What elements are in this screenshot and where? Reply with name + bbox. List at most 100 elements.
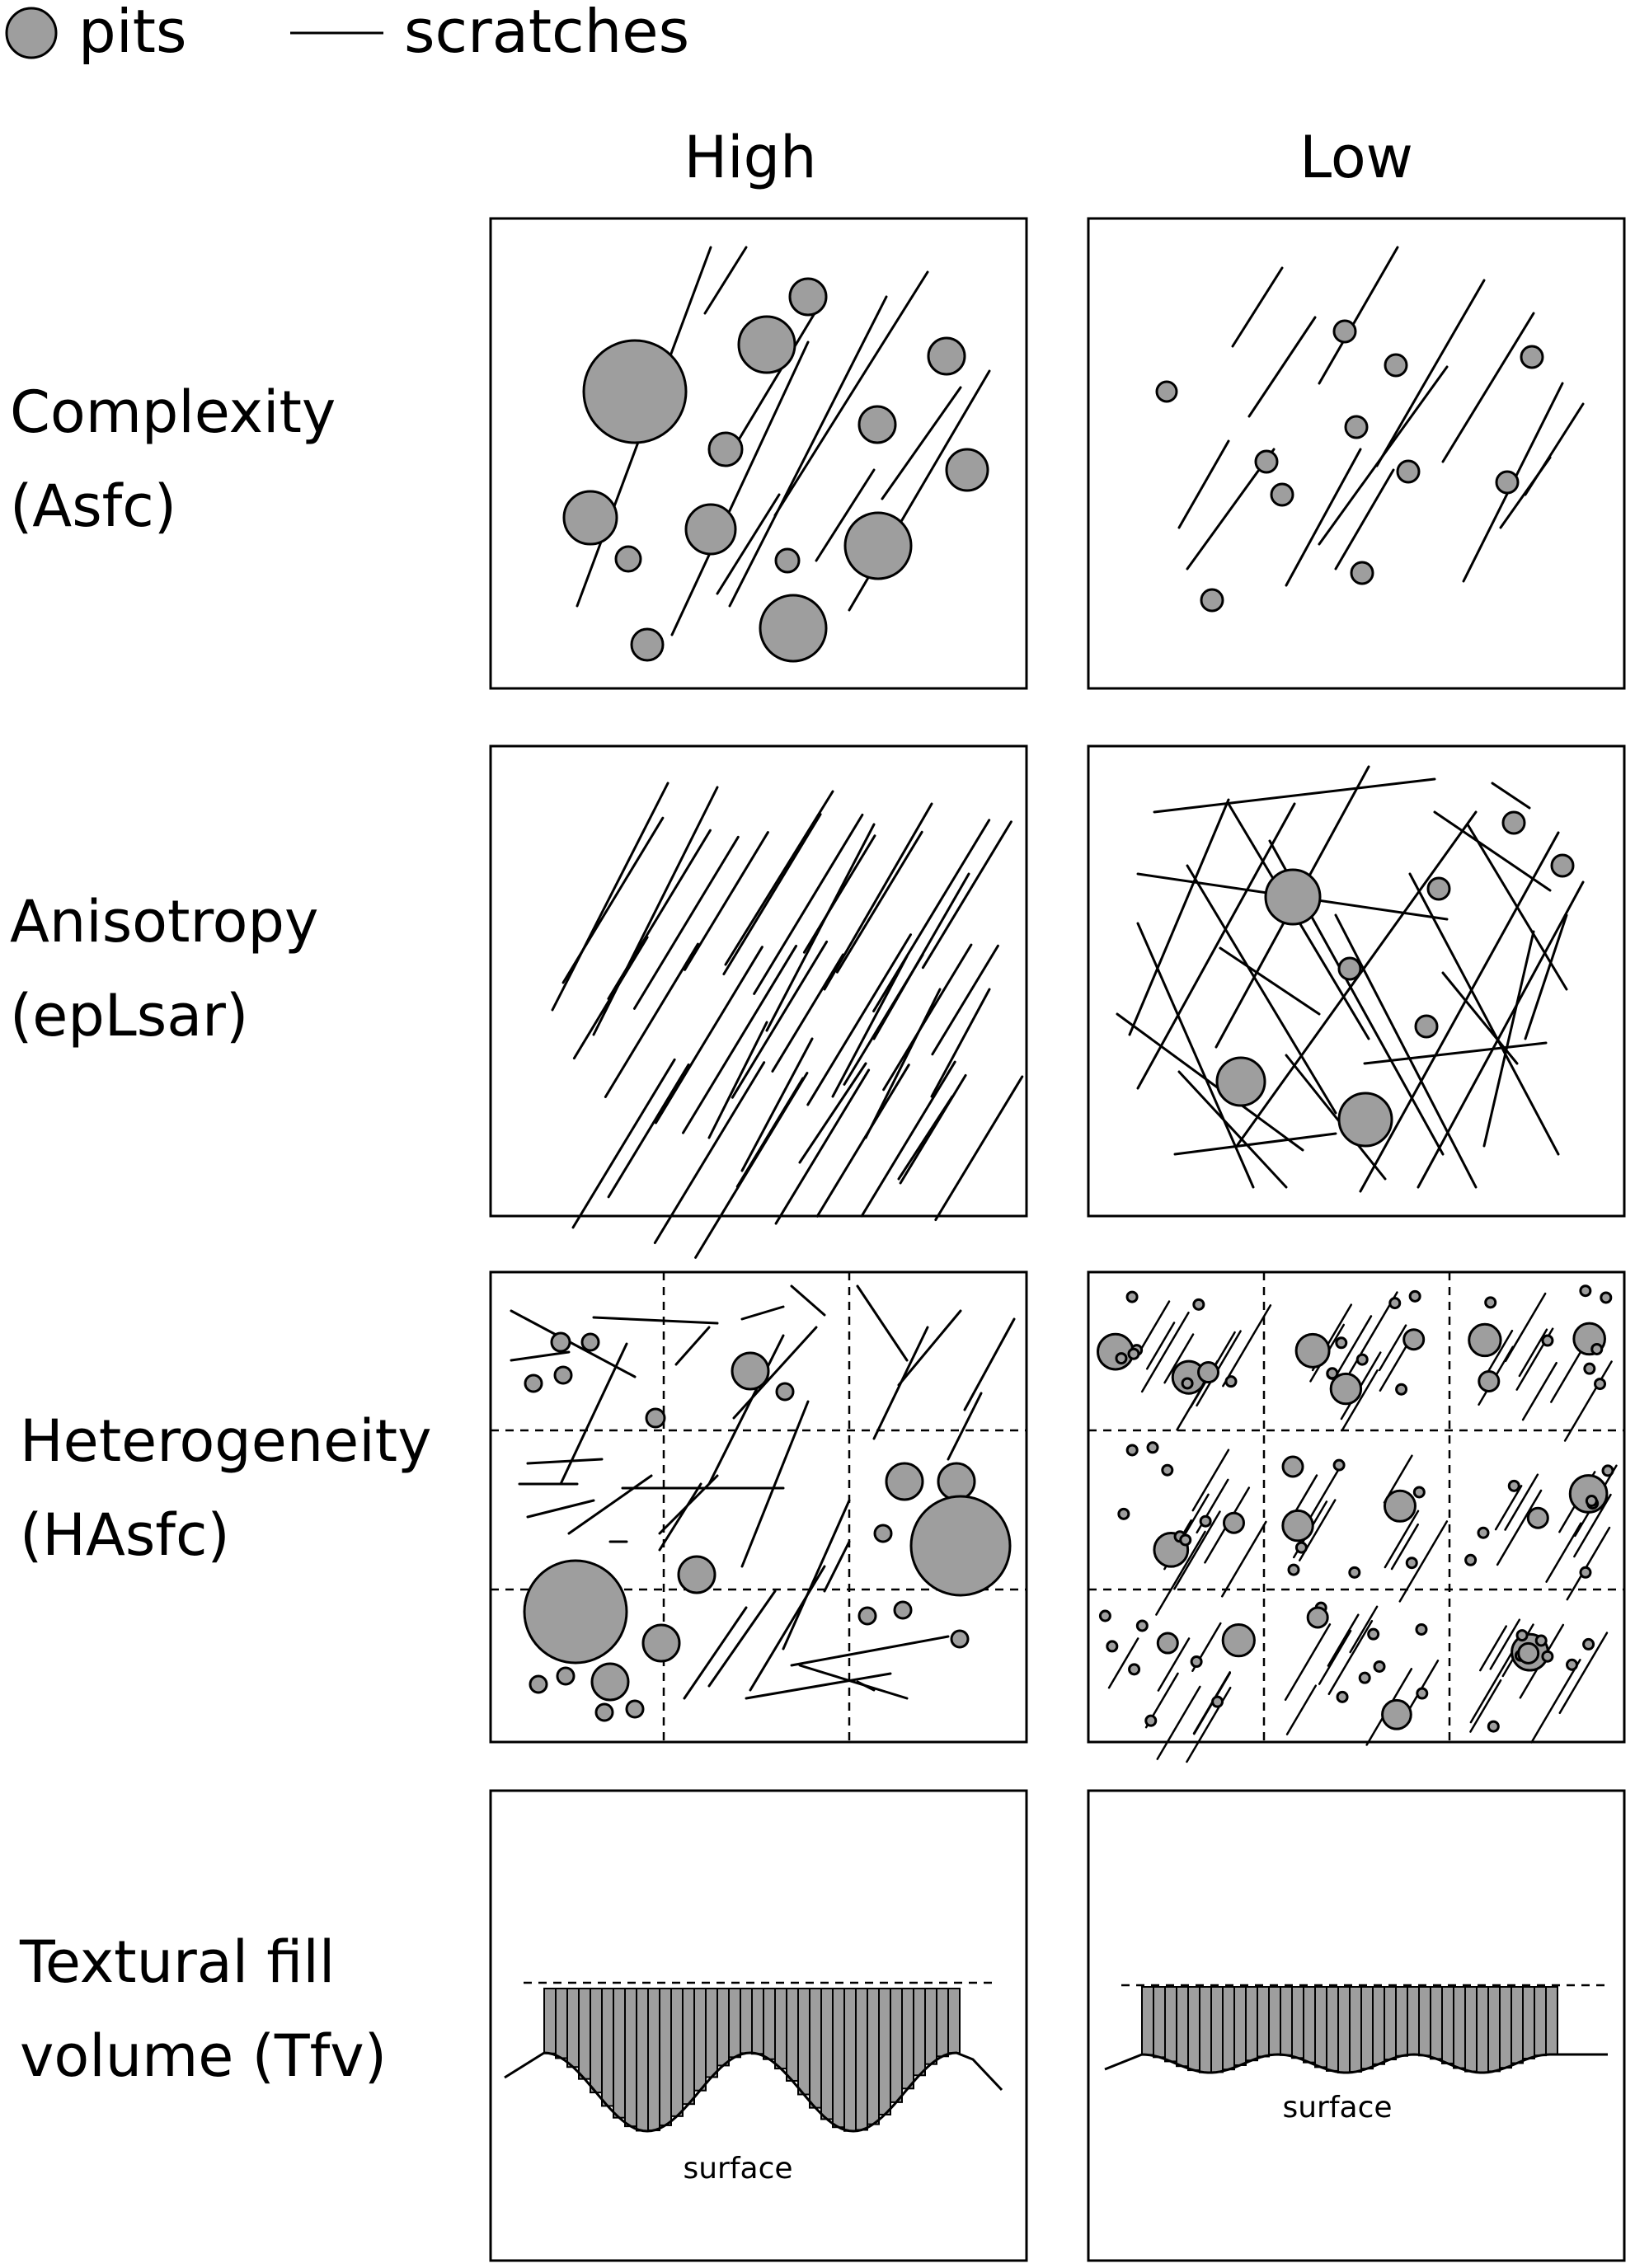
scratch-line (899, 1073, 967, 1185)
pit-circle (1337, 956, 1362, 981)
pit-circle (1408, 1289, 1421, 1303)
scratch-line (882, 943, 973, 1092)
fill-column (1499, 1986, 1512, 2069)
pit-circle (1199, 1514, 1212, 1528)
row-label-anisotropy: Anisotropy (epLsar) (10, 888, 318, 1049)
scratch-line (1390, 1523, 1419, 1571)
pit-circle (1336, 1690, 1349, 1703)
scratch-line (856, 1284, 909, 1362)
scratch-line (897, 1309, 962, 1387)
scratch-line (592, 1316, 719, 1325)
legend: pits scratches (5, 0, 689, 66)
pit-circle (1415, 1622, 1428, 1636)
scratch-line (1466, 823, 1568, 991)
scratch-line (1140, 1311, 1190, 1393)
anisotropy-high-marks (551, 782, 1024, 1259)
pit-circle (1326, 1367, 1339, 1380)
pit-circle (857, 1606, 877, 1626)
pit-circle (1190, 1655, 1203, 1669)
scratch-line (592, 786, 719, 1036)
scratch-line (632, 835, 740, 1010)
fill-column (1210, 1986, 1224, 2073)
scratch-line (684, 831, 769, 971)
fill-column (890, 1988, 903, 2103)
pit-circle (1478, 1369, 1501, 1392)
pit-circle (1579, 1284, 1592, 1298)
scratch-line (774, 1068, 871, 1225)
scratch-line (1398, 1520, 1449, 1603)
fill-column (1360, 1986, 1374, 2070)
scratch-line (1186, 864, 1337, 1115)
fill-column (936, 1988, 949, 2058)
surface-profile (1104, 2053, 1608, 2074)
scratch-line (1496, 1489, 1543, 1566)
fill-column (901, 1988, 914, 2090)
scratch-line (1375, 279, 1486, 467)
fill-column (867, 1988, 880, 2125)
pit-circle (1144, 1714, 1158, 1727)
scratch-line (798, 1062, 867, 1164)
pit-circle (1155, 380, 1178, 403)
panel-heterogeneity-low (1087, 1270, 1626, 1744)
fill-column (855, 1988, 868, 2131)
pit-circle (1426, 876, 1451, 901)
scratch-line (1145, 1322, 1176, 1370)
fill-column (843, 1988, 857, 2132)
anisotropy-low-marks (1116, 765, 1585, 1193)
fill-column (705, 1988, 718, 2078)
scratch-line (707, 1334, 785, 1486)
scratch-line (728, 295, 888, 608)
pit-circle (937, 1462, 976, 1501)
pit-circle (950, 1629, 970, 1649)
pit-circle (1590, 1342, 1604, 1355)
fill-column (555, 1988, 568, 2059)
scratch-line (1285, 1054, 1387, 1181)
scratch-line (1378, 1324, 1407, 1372)
scratch-line (707, 1589, 777, 1688)
scratch-line (1116, 1012, 1304, 1152)
scratch-line (1318, 246, 1399, 385)
scratch-line (1494, 1485, 1523, 1531)
pit-circle (1594, 1378, 1607, 1391)
scratch-line (724, 790, 834, 966)
pit-circle (1402, 1328, 1426, 1351)
scratch-line (1558, 1632, 1609, 1715)
scratch-line (1153, 777, 1436, 814)
scratch-line (749, 1565, 826, 1692)
fill-column (1418, 1986, 1431, 2057)
row-label-complexity: Complexity (Asfc) (10, 378, 336, 540)
scratch-line (1177, 1070, 1288, 1189)
pit-circle (1098, 1609, 1111, 1622)
scratch-line (510, 1350, 571, 1362)
fill-column (1199, 1986, 1212, 2073)
pit-circle (737, 315, 796, 374)
scratch-line (947, 1392, 983, 1461)
surface-label-low: surface (1282, 2091, 1392, 2125)
pit-circle (677, 1555, 716, 1594)
pit-circle (1146, 1441, 1159, 1454)
fill-column (647, 1988, 660, 2132)
pit-circle (1115, 1352, 1128, 1365)
pit-circle (1264, 868, 1322, 926)
scratch-line (881, 386, 962, 500)
pit-circle (1367, 1627, 1380, 1641)
scratch-line (731, 940, 829, 1099)
scratch-line (823, 802, 933, 991)
pit-circle (614, 545, 642, 573)
pit-circle (1200, 588, 1224, 613)
scratch-line (1545, 1522, 1582, 1583)
scratch-line (806, 933, 912, 1106)
fill-column (1407, 1986, 1420, 2056)
pit-circle (529, 1674, 548, 1694)
pit-circle (1270, 482, 1294, 507)
scratch-line (1318, 365, 1449, 546)
scratch-line (771, 953, 844, 1073)
scratch-line (707, 1021, 768, 1139)
pit-circle (788, 277, 828, 317)
scratch-line (740, 1037, 814, 1172)
fill-column (1464, 1986, 1478, 2073)
panel-complexity-high (489, 217, 1028, 690)
pit-circle (1332, 1458, 1346, 1472)
scratch-line (765, 823, 876, 1032)
pit-circle (1416, 1687, 1429, 1700)
